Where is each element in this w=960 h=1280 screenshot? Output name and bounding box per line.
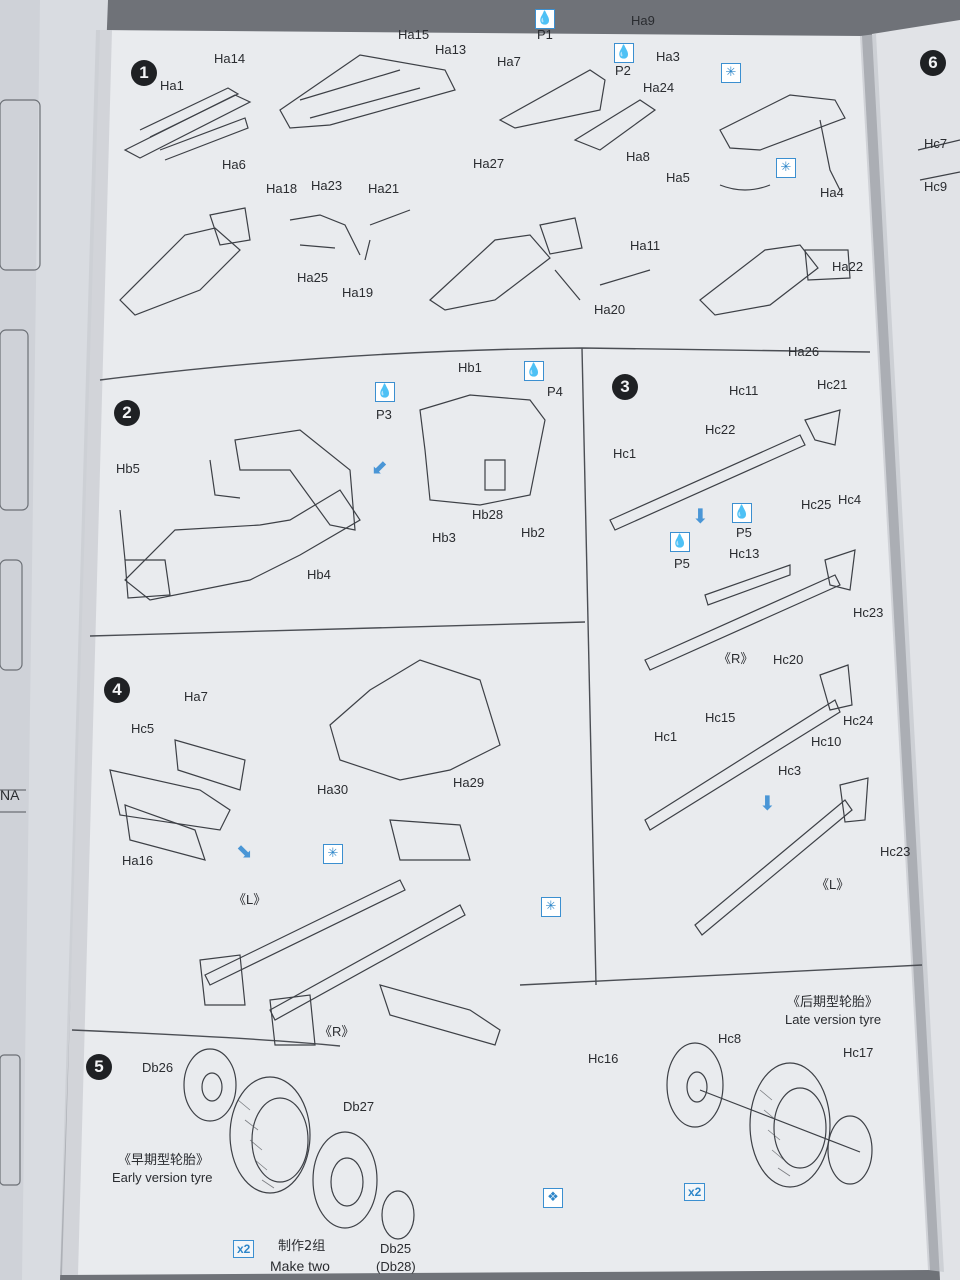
part-label: Hc8 xyxy=(718,1031,742,1046)
part-label: Ha21 xyxy=(368,181,400,196)
part-label: Hc20 xyxy=(773,652,804,667)
direction-arrow-icon: ⬇ xyxy=(692,504,709,528)
part-label: Db27 xyxy=(343,1099,375,1114)
part-label: Ha25 xyxy=(297,270,329,285)
glue-icon: 💧 xyxy=(670,532,690,552)
part-label: Ha14 xyxy=(214,51,246,66)
part-label: Hc4 xyxy=(838,492,862,507)
part-label: Hc24 xyxy=(843,713,874,728)
part-label: Ha8 xyxy=(626,149,650,164)
part-label: P4 xyxy=(547,384,563,399)
part-label: Hc11 xyxy=(729,383,759,398)
part-label: Ha20 xyxy=(594,302,626,317)
part-label: Ha7 xyxy=(184,689,208,704)
step-1-number: 1 xyxy=(131,60,157,86)
part-label: Ha5 xyxy=(666,170,690,185)
part-label: Ha7 xyxy=(497,54,521,69)
option-icon: ✳ xyxy=(721,63,741,83)
step-4-number: 4 xyxy=(104,677,130,703)
right-side-mark: 《R》 xyxy=(319,1024,355,1039)
part-label: Hc23 xyxy=(880,844,911,859)
part-label: Ha24 xyxy=(643,80,675,95)
left-side-mark: 《L》 xyxy=(816,877,850,892)
part-label: Hc5 xyxy=(131,721,155,736)
alt-part-label: (Db28) xyxy=(376,1259,416,1274)
part-label: Ha4 xyxy=(820,185,844,200)
late-tyre-label-cn: 《后期型轮胎》 xyxy=(787,995,879,1010)
part-label: Ha16 xyxy=(122,853,154,868)
part-label: Ha27 xyxy=(473,156,505,171)
step-2-number: 2 xyxy=(114,400,140,426)
part-label: Ha30 xyxy=(317,782,349,797)
left-page-label: NA xyxy=(0,787,20,803)
part-label: Ha11 xyxy=(630,238,661,253)
part-label: Ha29 xyxy=(453,775,485,790)
part-label: Hb4 xyxy=(307,567,331,582)
part-label: Hb2 xyxy=(521,525,545,540)
part-label: Hc23 xyxy=(853,605,884,620)
part-label: P5 xyxy=(736,525,752,540)
part-label: Hc16 xyxy=(588,1051,619,1066)
direction-arrow-icon: ⬋ xyxy=(371,455,388,479)
part-label: Ha22 xyxy=(832,259,864,274)
glue-icon: 💧 xyxy=(375,382,395,402)
part-label: Hc1 xyxy=(654,729,678,744)
early-tyre-label-en: Early version tyre xyxy=(112,1170,213,1185)
glue-icon: 💧 xyxy=(524,361,544,381)
part-label: Ha13 xyxy=(435,42,467,57)
left-side-mark: 《L》 xyxy=(233,892,267,907)
part-label: Ha18 xyxy=(266,181,298,196)
direction-arrow-icon: ⬇ xyxy=(759,791,776,815)
part-label: Hc1 xyxy=(613,446,637,461)
glue-icon: 💧 xyxy=(732,503,752,523)
part-label: Hc9 xyxy=(924,179,948,194)
part-label: Ha9 xyxy=(631,13,655,28)
glue-icon: 💧 xyxy=(614,43,634,63)
part-label: Ha15 xyxy=(398,27,430,42)
option-icon: ✳ xyxy=(776,158,796,178)
step-6-number: 6 xyxy=(920,50,946,76)
part-label: Hb1 xyxy=(458,360,482,375)
part-label: Hc3 xyxy=(778,763,802,778)
part-label: Ha26 xyxy=(788,344,820,359)
part-label: Ha1 xyxy=(160,78,184,93)
part-label: Hc10 xyxy=(811,734,842,749)
part-label: Db26 xyxy=(142,1060,174,1075)
option-icon: ✳ xyxy=(541,897,561,917)
early-tyre-label-cn: 《早期型轮胎》 xyxy=(118,1153,210,1168)
part-label: P3 xyxy=(376,407,392,422)
make-two-label-cn: 制作2组 xyxy=(278,1239,326,1254)
part-label: Ha3 xyxy=(656,49,680,64)
quantity-badge: x2 xyxy=(233,1240,255,1258)
step-3-number: 3 xyxy=(612,374,638,400)
part-label: Hb28 xyxy=(472,507,504,522)
assemble-icon: ❖ xyxy=(543,1188,563,1208)
part-label: Hb3 xyxy=(432,530,456,545)
part-label: Hc17 xyxy=(843,1045,874,1060)
part-label: Ha19 xyxy=(342,285,374,300)
part-label: Ha23 xyxy=(311,178,343,193)
option-icon: ✳ xyxy=(323,844,343,864)
part-label: Hb5 xyxy=(116,461,140,476)
part-label: Db25 xyxy=(380,1241,412,1256)
part-label: Hc21 xyxy=(817,377,848,392)
make-two-label-en: Make two xyxy=(270,1258,330,1274)
step-5-number: 5 xyxy=(86,1054,112,1080)
glue-icon: 💧 xyxy=(535,9,555,29)
part-label: Hc13 xyxy=(729,546,760,561)
part-label: P5 xyxy=(674,556,690,571)
part-label: Hc7 xyxy=(924,136,948,151)
quantity-badge: x2 xyxy=(684,1183,706,1201)
part-label: Ha6 xyxy=(222,157,246,172)
part-label: P1 xyxy=(537,27,553,42)
part-label: Hc15 xyxy=(705,710,736,725)
part-label: P2 xyxy=(615,63,631,78)
part-label: Hc22 xyxy=(705,422,736,437)
right-side-mark: 《R》 xyxy=(718,651,754,666)
part-label: Hc25 xyxy=(801,497,832,512)
direction-arrow-icon: ⬊ xyxy=(236,839,253,863)
late-tyre-label-en: Late version tyre xyxy=(785,1012,882,1027)
